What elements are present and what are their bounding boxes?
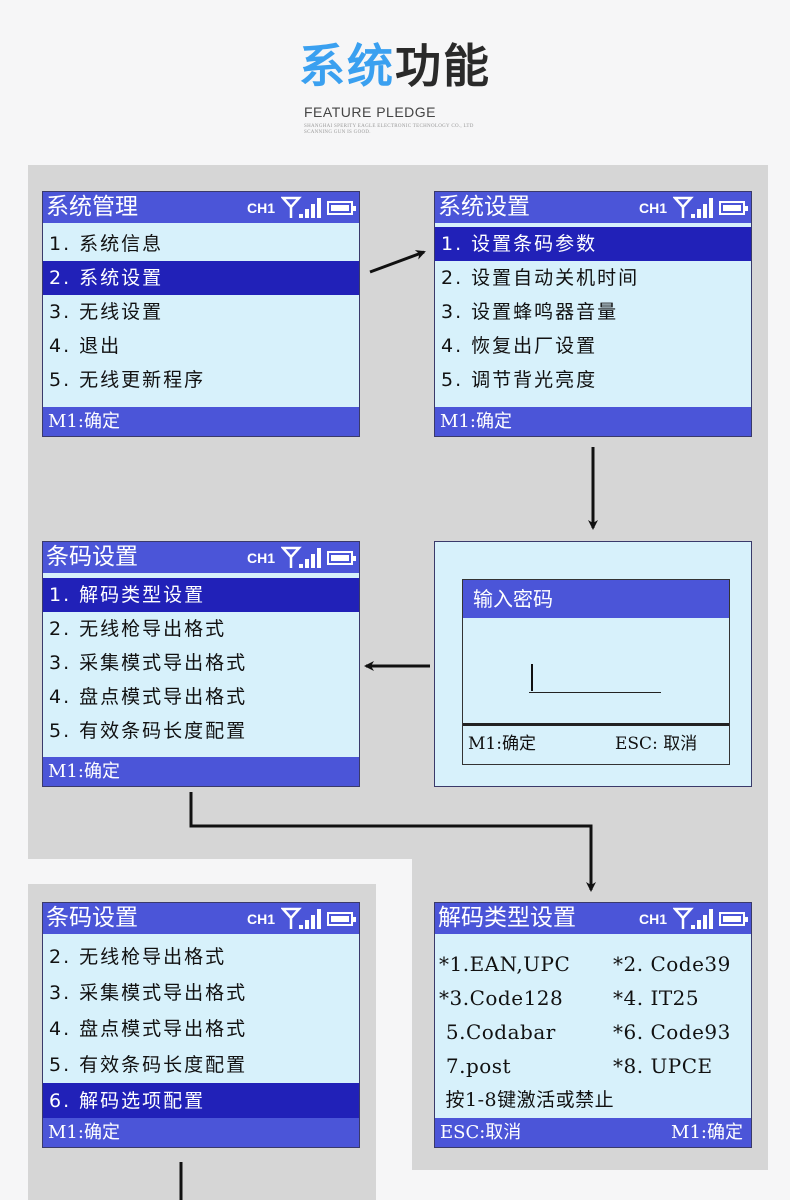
signal-icon [281,907,321,929]
screen-footer: M1:确定 [43,407,359,436]
menu-item-backlight[interactable]: 5. 调节背光亮度 [441,369,598,391]
channel-label: CH1 [638,200,667,216]
status-icons: CH1 [246,196,356,220]
menu-item-decode-options[interactable]: 6. 解码选项配置 [43,1083,359,1119]
decode-option-code128[interactable]: *3.Code128 [439,986,564,1010]
menu-item-inventory-export[interactable]: 4. 盘点模式导出格式 [49,1018,248,1040]
menu-item-wireless-export[interactable]: 2. 无线枪导出格式 [49,618,227,640]
dialog-title: 输入密码 [463,580,729,618]
battery-icon [327,912,356,926]
decode-option-it25[interactable]: *4. IT25 [613,986,700,1010]
confirm-hint: M1:确定 [440,411,512,432]
battery-icon [719,912,748,926]
screen-decode-type: 解码类型设置 CH1 *1.EAN,UPC *2. Code39 *3.Code1… [434,902,752,1148]
channel-label: CH1 [246,550,275,566]
menu-item-barcode-params[interactable]: 1. 设置条码参数 [435,227,751,261]
menu-item-decode-type[interactable]: 1. 解码类型设置 [43,578,359,612]
screen-footer: M1:确定 [43,1118,359,1147]
menu-item-factory-reset[interactable]: 4. 恢复出厂设置 [441,335,598,357]
battery-icon [719,201,748,215]
decode-type-grid: *1.EAN,UPC*2. Code39 *3.Code128*4. IT25 … [439,947,751,1117]
company-tagline-2: SCANNING GUN IS GOOD. [304,130,371,135]
screen-footer: ESC:取消 M1:确定 [435,1118,751,1147]
channel-label: CH1 [246,911,275,927]
battery-icon [327,551,356,565]
decode-option-code93[interactable]: *6. Code93 [613,1020,731,1044]
battery-icon [327,201,356,215]
confirm-hint: M1:确定 [48,761,120,782]
arrow-to-system-settings [369,250,426,274]
confirm-hint: M1:确定 [48,1122,120,1143]
menu-item-exit[interactable]: 4. 退出 [49,335,122,357]
menu-item-barcode-length[interactable]: 5. 有效条码长度配置 [49,720,248,742]
decode-option-upce[interactable]: *8. UPCE [613,1054,713,1078]
menu-item-inventory-export[interactable]: 4. 盘点模式导出格式 [49,686,248,708]
password-input[interactable] [529,660,661,693]
cancel-hint: ESC: 取消 [615,734,698,754]
signal-icon [673,907,713,929]
menu-item-wireless-settings[interactable]: 3. 无线设置 [49,301,164,323]
screen-password: 输入密码 M1:确定 ESC: 取消 [434,541,752,787]
decode-option-post[interactable]: 7.post [439,1054,512,1078]
menu-item-buzzer-volume[interactable]: 3. 设置蜂鸣器音量 [441,301,619,323]
password-dialog: 输入密码 M1:确定 ESC: 取消 [462,579,730,765]
screen-title: 解码类型设置 [438,905,576,931]
channel-label: CH1 [246,200,275,216]
status-icons: CH1 [246,546,356,570]
menu-item-collect-export[interactable]: 3. 采集模式导出格式 [49,982,248,1004]
feature-pledge-subtitle: FEATURE PLEDGE [304,104,436,120]
menu-item-collect-export[interactable]: 3. 采集模式导出格式 [49,652,248,674]
screen-barcode-settings: 条码设置 CH1 1. 解码类型设置 2. 无线枪导出格式 3. 采集模式导出格… [42,541,360,787]
confirm-hint: M1:确定 [48,411,120,432]
screen-system-management: 系统管理 CH1 1. 系统信息 2. 系统设置 3. 无线设置 4. 退出 5… [42,191,360,437]
menu-item-system-info[interactable]: 1. 系统信息 [49,233,164,255]
channel-label: CH1 [638,911,667,927]
status-icons: CH1 [638,907,748,931]
menu-item-barcode-length[interactable]: 5. 有效条码长度配置 [49,1054,248,1076]
screen-title-bar: 系统管理 CH1 [43,192,359,223]
screen-title: 系统管理 [46,194,138,220]
signal-icon [281,546,321,568]
decode-option-ean-upc[interactable]: *1.EAN,UPC [439,952,571,976]
screen-barcode-settings-scrolled: 条码设置 CH1 2. 无线枪导出格式 3. 采集模式导出格式 4. 盘点模式导… [42,902,360,1148]
screen-title-bar: 解码类型设置 CH1 [435,903,751,934]
screen-system-settings: 系统设置 CH1 1. 设置条码参数 2. 设置自动关机时间 3. 设置蜂鸣器音… [434,191,752,437]
company-tagline: SHANGHAI SPERITY EAGLE ELECTRONIC TECHNO… [304,124,474,129]
decode-hint-text: 按1-8键激活或禁止 [439,1089,615,1111]
confirm-hint: M1:确定 [671,1122,743,1143]
screen-title: 系统设置 [438,194,530,220]
menu-item-wireless-update[interactable]: 5. 无线更新程序 [49,369,206,391]
page-title: 系统功能 [299,39,491,93]
screen-title: 条码设置 [46,544,138,570]
confirm-hint: M1:确定 [468,734,536,754]
status-icons: CH1 [246,907,356,931]
screen-title-bar: 条码设置 CH1 [43,903,359,934]
screen-title-bar: 系统设置 CH1 [435,192,751,223]
cancel-hint: ESC:取消 [440,1122,522,1143]
menu-item-wireless-export[interactable]: 2. 无线枪导出格式 [49,946,227,968]
text-cursor [531,664,533,691]
signal-icon [673,196,713,218]
menu-item-auto-shutdown[interactable]: 2. 设置自动关机时间 [441,267,640,289]
decode-option-codabar[interactable]: 5.Codabar [439,1020,556,1044]
screen-title-bar: 条码设置 CH1 [43,542,359,573]
arrow-to-decode-type [189,792,596,892]
screen-footer: M1:确定 [435,407,751,436]
screen-title: 条码设置 [46,905,138,931]
decode-option-code39[interactable]: *2. Code39 [613,952,731,976]
signal-icon [281,196,321,218]
screen-footer: M1:确定 [43,757,359,786]
menu-item-system-settings[interactable]: 2. 系统设置 [43,261,359,295]
status-icons: CH1 [638,196,748,220]
dialog-footer: M1:确定 ESC: 取消 [463,723,729,764]
